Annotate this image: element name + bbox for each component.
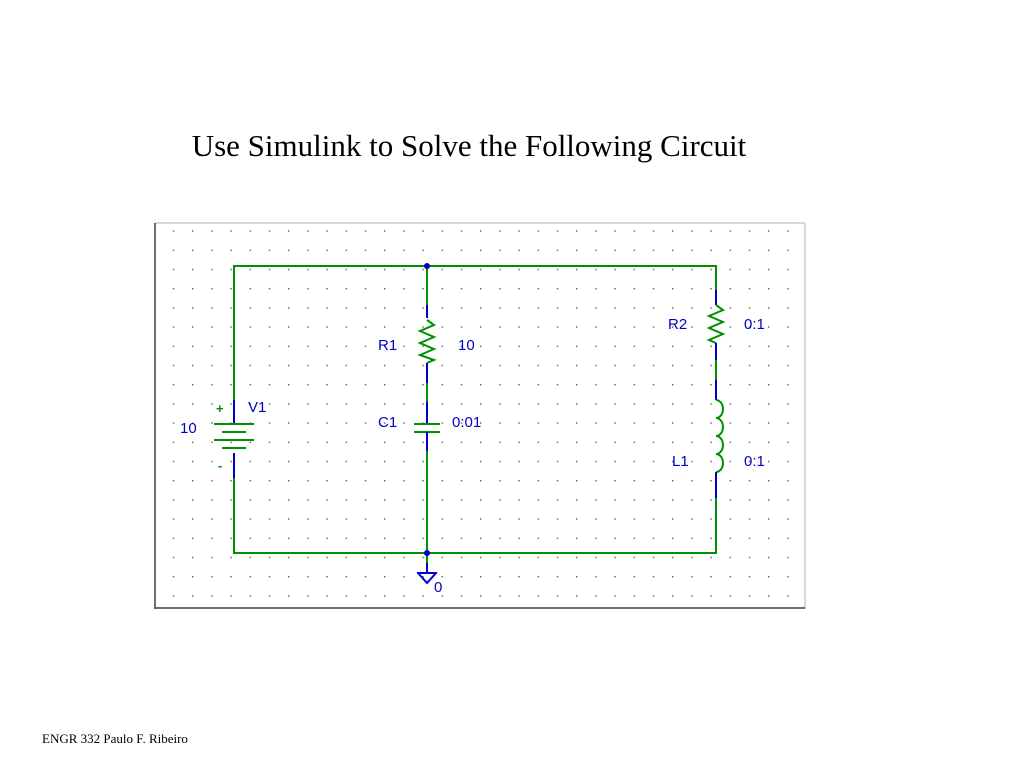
- junction-top: [424, 263, 430, 269]
- r2-value-label: 0:1: [744, 316, 765, 333]
- ground-label: 0: [434, 579, 442, 596]
- r1-name-label: R1: [378, 337, 397, 354]
- l1-value-label: 0:1: [744, 453, 765, 470]
- c1-value-label: 0:01: [452, 414, 481, 431]
- slide-title: Use Simulink to Solve the Following Circ…: [0, 128, 1024, 164]
- v1-value-label: 10: [180, 420, 197, 437]
- c1-capacitor-symbol: [414, 402, 440, 451]
- r2-name-label: R2: [668, 316, 687, 333]
- l1-inductor-symbol: [715, 380, 724, 498]
- bottom-wire: [233, 478, 717, 554]
- v1-plus-sign: +: [216, 401, 224, 416]
- slide-title-text: Use Simulink to Solve the Following Circ…: [191, 128, 747, 163]
- r1-value-label: 10: [458, 337, 475, 354]
- top-wire: [233, 265, 717, 400]
- schematic-canvas: [154, 222, 806, 609]
- slide-footer: ENGR 332 Paulo F. Ribeiro: [42, 731, 188, 746]
- v1-battery-symbol: [214, 400, 254, 478]
- junction-bottom: [424, 550, 430, 556]
- wire-network: [233, 265, 717, 570]
- r1-resistor-symbol: [417, 305, 437, 383]
- v1-minus-sign: -: [218, 458, 222, 473]
- c1-name-label: C1: [378, 414, 397, 431]
- ground-icon: [417, 563, 437, 585]
- v1-name-label: V1: [248, 399, 266, 416]
- l1-name-label: L1: [672, 453, 689, 470]
- r2-resistor-symbol: [706, 290, 726, 360]
